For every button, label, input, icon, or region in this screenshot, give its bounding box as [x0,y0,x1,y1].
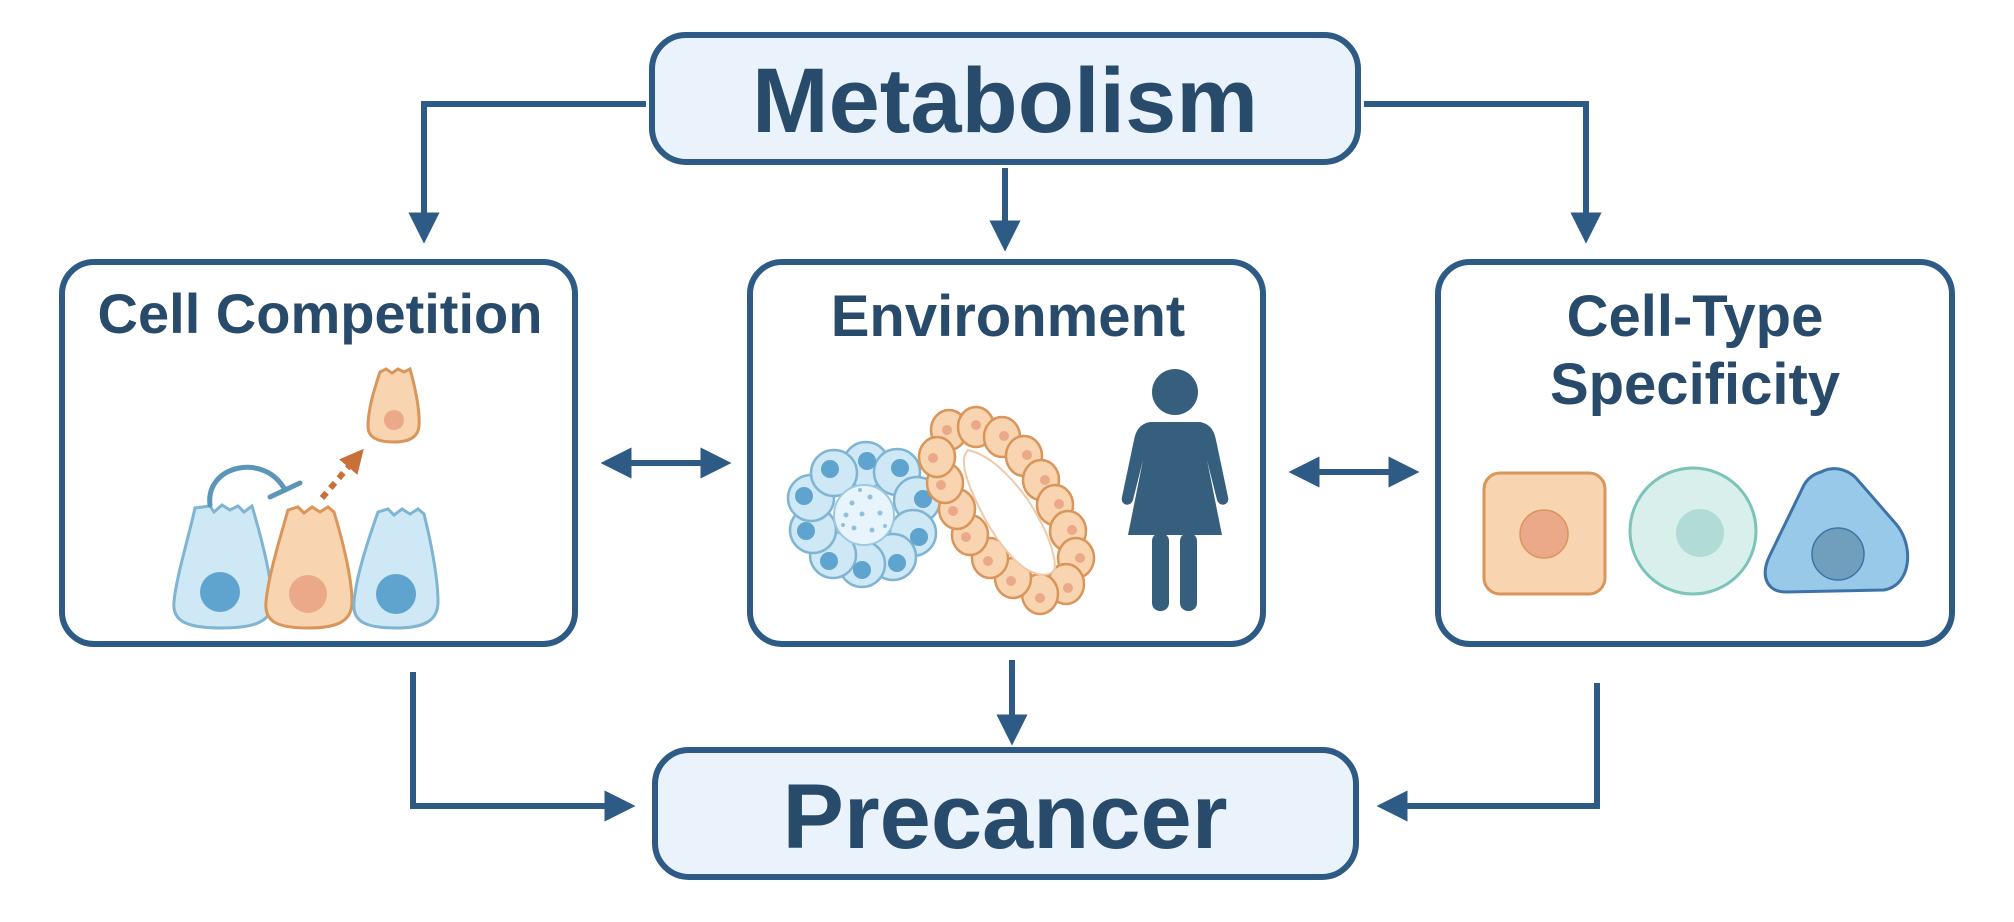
extrusion-arrow [319,448,364,500]
cell-type-specificity-title-line1: Cell-Type [1567,284,1824,349]
blue-epithelial-cell-right [352,507,440,630]
connector-arrows [408,101,1602,822]
person-icon [1121,369,1229,611]
arrow-metabolism-to-cell-competition [408,101,646,244]
tissue-icon [917,405,1096,616]
arrow-cell-type-specificity-to-precancer [1376,683,1600,822]
cell-type-specificity-box: Cell-Type Specificity [1435,259,1955,647]
inhibition-bar [267,480,303,500]
metabolism-node: Metabolism [649,32,1361,165]
cell-competition-illustration [172,366,440,630]
inhibition-arc [207,464,288,508]
square-cell-icon [1482,471,1607,596]
precancer-label: Precancer [783,766,1228,868]
environment-title: Environment [831,284,1186,349]
metabolism-label: Metabolism [752,50,1258,152]
orange-epithelial-cell-center [264,505,354,630]
round-cell-icon [1628,466,1758,596]
arrow-metabolism-to-cell-type-specificity [1364,101,1602,244]
blue-epithelial-cell-left [172,503,274,630]
extruded-orange-cell [366,366,421,444]
triangular-cell-icon [1763,467,1910,594]
cell-competition-title: Cell Competition [98,282,543,345]
precancer-node: Precancer [652,747,1359,880]
arrow-cell-competition-to-precancer [410,672,636,822]
cell-competition-box: Cell Competition [59,259,578,647]
cell-type-specificity-title-line2: Specificity [1550,352,1840,417]
environment-box: Environment [747,259,1266,647]
